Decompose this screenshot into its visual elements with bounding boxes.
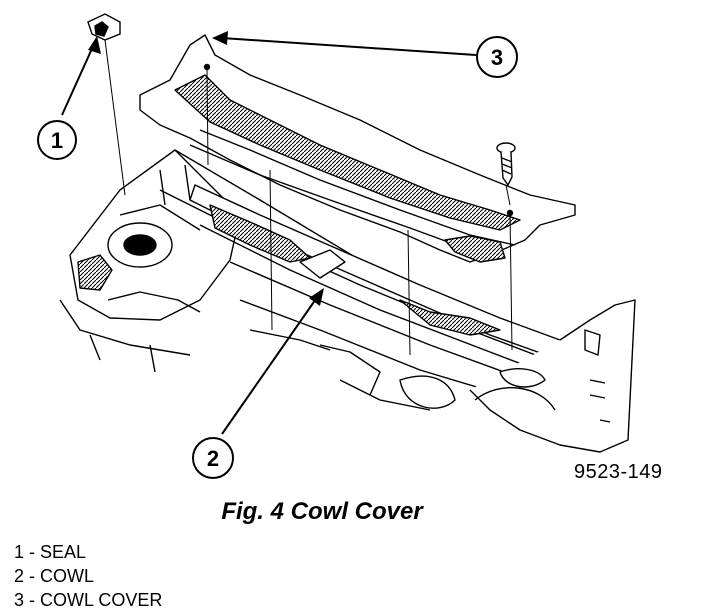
- legend-item-number: 3: [14, 590, 25, 610]
- callout-3: 3: [212, 31, 518, 78]
- callout-2-number: 2: [207, 446, 219, 471]
- cowl-cover-part: [139, 34, 576, 263]
- legend-item-number: 2: [14, 566, 25, 586]
- vehicle-body-structure: [59, 149, 636, 453]
- cowl-cover-diagram: 1 3 2: [37, 13, 636, 479]
- legend-item-separator: -: [24, 590, 41, 610]
- legend-item-separator: -: [24, 542, 41, 562]
- legend-item-number: 1: [14, 542, 25, 562]
- legend-item-name: COWL COVER: [40, 590, 163, 610]
- figure-id: 9523-149: [574, 461, 663, 483]
- callout-3-circle: [476, 36, 518, 78]
- callout-1-number: 1: [51, 128, 63, 153]
- callout-2-arrowhead: [309, 288, 324, 306]
- legend-item-separator: -: [24, 566, 41, 586]
- seal-part: [87, 13, 121, 41]
- legend-item-name: SEAL: [40, 542, 87, 562]
- callout-3-arrowhead: [212, 31, 228, 45]
- callout-1-arrow: [61, 41, 96, 116]
- callout-2: 2: [192, 288, 324, 479]
- callout-3-number: 3: [491, 45, 503, 70]
- legend-item-cowl: 2 - COWL: [14, 564, 162, 588]
- figure-caption: Fig. 4 Cowl Cover: [221, 498, 423, 525]
- callout-1-arrowhead: [88, 36, 101, 54]
- screw-fastener: [496, 142, 516, 187]
- callout-3-arrow: [221, 37, 477, 56]
- callout-2-arrow: [221, 295, 319, 435]
- legend-item-name: COWL: [40, 566, 95, 586]
- callout-1-circle: [37, 120, 77, 160]
- legend-item-cowl-cover: 3 - COWL COVER: [14, 588, 162, 612]
- legend-item-seal: 1 - SEAL: [14, 540, 162, 564]
- assembly-leader-lines: [104, 39, 513, 356]
- parts-legend: 1 - SEAL 2 - COWL 3 - COWL COVER: [14, 540, 162, 612]
- callout-2-circle: [192, 437, 234, 479]
- callout-1: 1: [37, 36, 101, 160]
